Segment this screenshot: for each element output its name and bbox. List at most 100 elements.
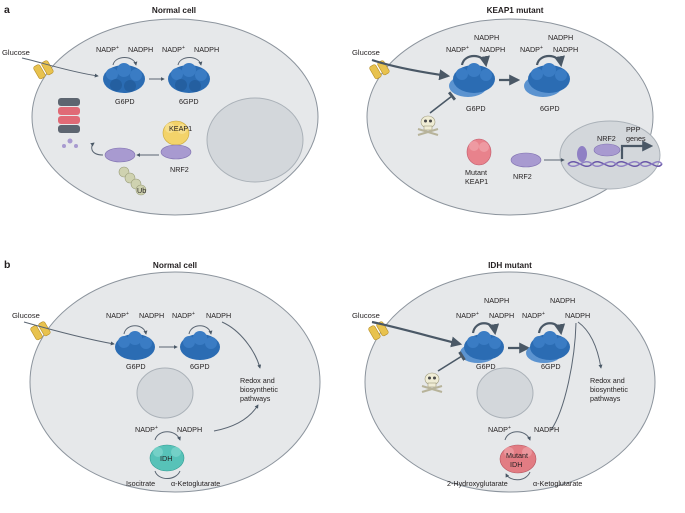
6gpd-cofactor-arrow xyxy=(188,325,213,335)
ppp-genes-label: PPP xyxy=(626,125,641,134)
skull-icon xyxy=(421,372,443,393)
mutant-idh-label: IDH xyxy=(510,460,522,469)
transcription-arrow xyxy=(620,140,654,159)
nrf2-label: NRF2 xyxy=(170,165,189,174)
nucleosome xyxy=(577,146,587,162)
glucose-transporter xyxy=(30,321,51,341)
mutant-keap1-label: KEAP1 xyxy=(465,177,488,186)
nadp-label: NADP+ xyxy=(135,425,158,434)
mutant-keap1-protein xyxy=(466,138,492,166)
nrf2-protein xyxy=(104,147,136,163)
nrf2-protein xyxy=(593,143,621,157)
panel-a-right-title: KEAP1 mutant xyxy=(487,6,544,15)
nadph-label: NADPH xyxy=(139,311,164,320)
idh-nadph-to-pathways-arrow xyxy=(550,322,577,431)
panel-a-left-title: Normal cell xyxy=(152,6,196,15)
nadp-label: NADP+ xyxy=(172,311,195,320)
idh-cofactor-arrow xyxy=(504,431,531,441)
nadph-to-pathways-arrow xyxy=(221,321,262,369)
nadph-label: NADPH xyxy=(206,311,231,320)
nadph-label: NADPH xyxy=(480,45,505,54)
nadp-label: NADP+ xyxy=(520,45,543,54)
nadph-label: NADPH xyxy=(474,33,499,42)
nadp-label: NADP+ xyxy=(488,425,511,434)
6gpd-enzyme xyxy=(168,63,210,93)
akg-label: α-Ketoglutarate xyxy=(533,479,582,488)
nrf2-protein xyxy=(160,144,192,160)
nucleus xyxy=(206,97,304,183)
nucleus xyxy=(136,367,194,419)
glucose-label: Glucose xyxy=(12,311,40,320)
g6pd-cofactor-arrow xyxy=(123,325,148,335)
mutant-keap1-label: Mutant xyxy=(465,168,487,177)
nadph-label: NADPH xyxy=(489,311,514,320)
g6pd-label: G6PD xyxy=(466,104,486,113)
akg-label: α-Ketoglutarate xyxy=(171,479,220,488)
glucose-arrow xyxy=(371,58,451,81)
g6pd-enzyme xyxy=(449,63,495,97)
nadph-label: NADPH xyxy=(194,45,219,54)
mutant-idh-enzyme xyxy=(499,444,537,474)
6gpd-label: 6GPD xyxy=(179,97,199,106)
g6pd-enzyme xyxy=(103,63,145,93)
nadp-label: NADP+ xyxy=(446,45,469,54)
nadp-label: NADP+ xyxy=(106,311,129,320)
6gpd-label: 6GPD xyxy=(540,104,560,113)
redox-label: Redox and xyxy=(240,376,275,385)
idh-substrate-arrow xyxy=(154,470,181,479)
nadph-label: NADPH xyxy=(128,45,153,54)
nadp-label: NADP+ xyxy=(96,45,119,54)
nucleus xyxy=(476,367,534,419)
glucose-label: Glucose xyxy=(352,48,380,57)
nrf2-label: NRF2 xyxy=(597,134,616,143)
idh-cofactor-arrow xyxy=(154,431,181,441)
glucose-label: Glucose xyxy=(352,311,380,320)
6gpd-cofactor-arrow xyxy=(535,54,565,68)
glucose-transporter xyxy=(368,321,389,341)
g6pd-cofactor-arrow xyxy=(460,54,490,68)
glucose-arrow xyxy=(23,321,115,346)
nadph-label: NADPH xyxy=(177,425,202,434)
g6pd-label: G6PD xyxy=(476,362,496,371)
nadph-label: NADPH xyxy=(484,296,509,305)
proteasome xyxy=(58,98,80,148)
nadph-to-pathways-arrow xyxy=(577,321,603,369)
keap1-label: KEAP1 xyxy=(169,124,192,133)
panel-a-letter: a xyxy=(4,4,10,16)
keap1-protein xyxy=(162,120,190,146)
nrf2-label: NRF2 xyxy=(513,172,532,181)
nadph-label: NADPH xyxy=(534,425,559,434)
idh-label: IDH xyxy=(160,454,172,463)
6gpd-label: 6GPD xyxy=(190,362,210,371)
glucose-arrow xyxy=(21,57,99,78)
nadp-label: NADP+ xyxy=(456,311,479,320)
inhibition-arrow xyxy=(437,351,466,372)
g6pd-enzyme xyxy=(460,331,504,363)
nrf2-protein xyxy=(510,152,542,168)
6gpd-cofactor-arrow xyxy=(177,57,203,66)
glucose-arrow xyxy=(371,320,463,348)
redox-label: biosynthetic xyxy=(590,385,628,394)
nadph-label: NADPH xyxy=(565,311,590,320)
panel-b-left-title: Normal cell xyxy=(153,261,197,270)
mutant-idh-label: Mutant xyxy=(506,451,528,460)
2hg-label: 2-Hydroxyglutarate xyxy=(447,479,508,488)
idh-nadph-to-pathways-arrow xyxy=(213,404,259,432)
isocitrate-label: Isocitrate xyxy=(126,479,155,488)
nadph-label: NADPH xyxy=(553,45,578,54)
6gpd-enzyme xyxy=(526,331,570,363)
ppp-genes-label: genes xyxy=(626,134,646,143)
idh-enzyme xyxy=(149,444,185,472)
6gpd-cofactor-arrow xyxy=(537,322,566,336)
6gpd-label: 6GPD xyxy=(541,362,561,371)
ub-label: Ub xyxy=(137,186,146,195)
dna-helix xyxy=(567,161,663,167)
nadph-label: NADPH xyxy=(550,296,575,305)
6gpd-enzyme xyxy=(180,331,220,360)
g6pd-label: G6PD xyxy=(126,362,146,371)
degradation-arrow xyxy=(90,142,104,156)
6gpd-enzyme xyxy=(524,63,570,97)
nadp-label: NADP+ xyxy=(522,311,545,320)
